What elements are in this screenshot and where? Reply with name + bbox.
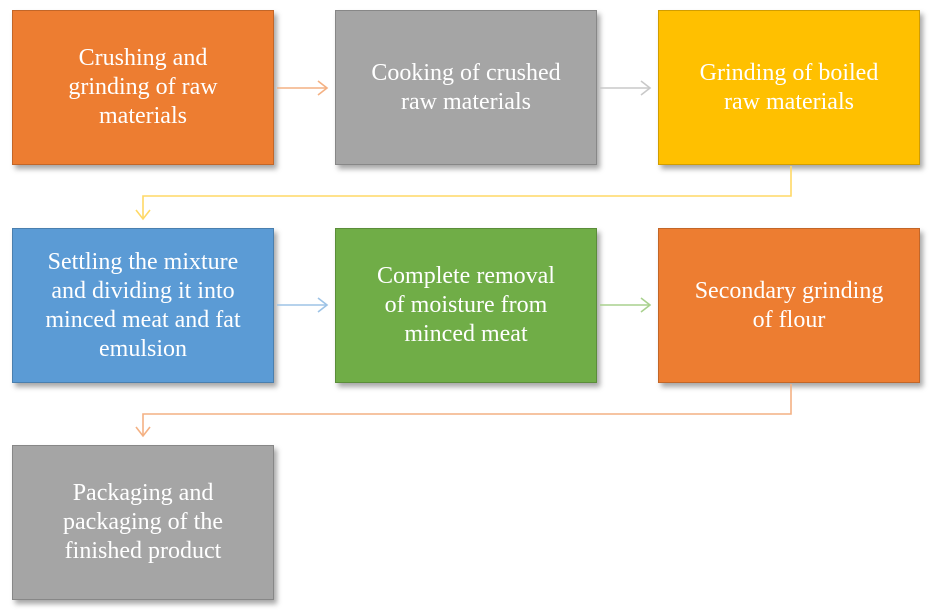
arrow-step6-to-step7 <box>135 384 792 438</box>
step-1-crushing-grinding: Crushing and grinding of raw materials <box>12 10 274 165</box>
step-4-settling-dividing: Settling the mixture and dividing it int… <box>12 228 274 383</box>
step-3-grinding-boiled: Grinding of boiled raw materials <box>658 10 920 165</box>
step-7-packaging: Packaging and packaging of the finished … <box>12 445 274 600</box>
step-4-label: Settling the mixture and dividing it int… <box>45 248 241 362</box>
step-5-label: Complete removal of moisture from minced… <box>377 263 555 347</box>
step-3-label: Grinding of boiled raw materials <box>699 59 879 115</box>
step-7-label: Packaging and packaging of the finished … <box>63 480 223 564</box>
arrow-step3-to-step4 <box>135 166 792 221</box>
arrow-step1-to-step2 <box>277 80 329 96</box>
step-1-label: Crushing and grinding of raw materials <box>68 45 218 129</box>
arrow-step4-to-step5 <box>277 297 329 313</box>
step-6-label: Secondary grinding of flour <box>694 277 884 333</box>
step-2-label: Cooking of crushed raw materials <box>371 59 561 115</box>
arrow-step5-to-step6 <box>600 297 652 313</box>
step-5-moisture-removal: Complete removal of moisture from minced… <box>335 228 597 383</box>
step-6-secondary-grinding: Secondary grinding of flour <box>658 228 920 383</box>
step-2-cooking: Cooking of crushed raw materials <box>335 10 597 165</box>
arrow-step2-to-step3 <box>600 80 652 96</box>
